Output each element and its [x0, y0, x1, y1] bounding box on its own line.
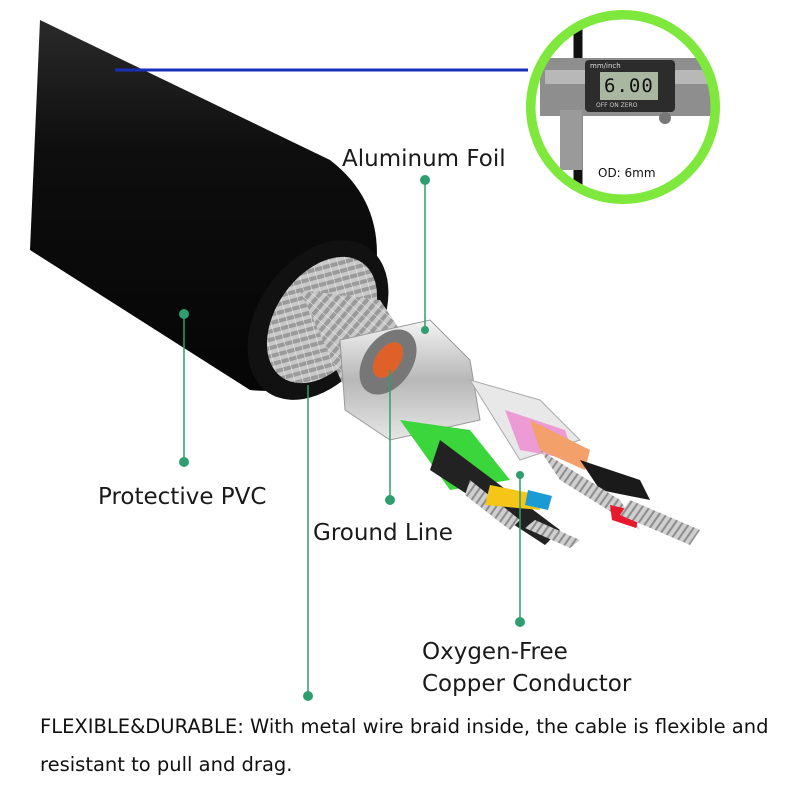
aluminum-foil-layer — [339, 319, 481, 441]
product-caption: FLEXIBLE&DURABLE: With metal wire braid … — [40, 715, 769, 776]
lcd-units-text: mm/inch — [590, 62, 621, 70]
callouts — [179, 175, 525, 701]
callout-dot-copper — [515, 617, 525, 627]
inner-conductors — [400, 379, 700, 548]
copper-conductor-label: Oxygen-Free Copper Conductor — [422, 636, 631, 700]
callout-dot-pvc-top — [179, 309, 189, 319]
od-measurement-label: OD: 6mm — [598, 166, 656, 180]
aluminum-foil-label: Aluminum Foil — [342, 146, 506, 172]
lcd-buttons-text: OFF ON ZERO — [596, 102, 638, 109]
caliper-inset — [526, 10, 720, 204]
lcd-reading: 6.00 — [604, 75, 654, 97]
copper-label-line2: Copper Conductor — [422, 671, 632, 697]
callout-dot-ground — [385, 495, 395, 505]
copper-label-line1: Oxygen-Free — [422, 639, 568, 665]
callout-dot-braid — [303, 691, 313, 701]
callout-dot-foil — [420, 175, 430, 185]
protective-pvc-label: Protective PVC — [98, 484, 267, 510]
callout-dot-pvc — [179, 457, 189, 467]
ground-line-label: Ground Line — [313, 520, 453, 546]
